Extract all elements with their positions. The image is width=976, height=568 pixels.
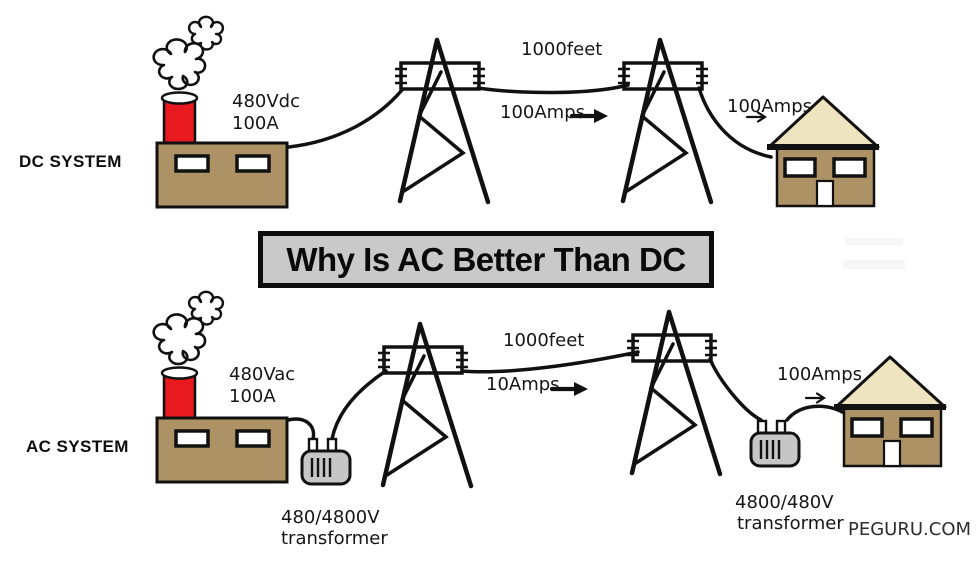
- dc-tower2-icon: [618, 40, 711, 202]
- dc-wire-tower2-to-house: [697, 86, 773, 159]
- dc-wire-plant-to-tower1: [287, 88, 404, 149]
- step-up-transformer-rating: 480/4800V: [281, 507, 380, 528]
- ac-wire-stepdown-to-house: [785, 404, 848, 422]
- ac-tower2-icon: [627, 312, 720, 474]
- ac-tower1-icon: [378, 324, 471, 486]
- dc-wire-span: [476, 83, 630, 95]
- title-banner: Why Is AC Better Than DC: [258, 231, 714, 288]
- step-down-transformer-rating: 4800/480V: [735, 492, 834, 513]
- ac-line-length: 1000feet: [503, 330, 585, 351]
- dc-smoke-icon: [152, 38, 207, 91]
- ac-smoke-icon: [152, 313, 207, 366]
- ac-line-arrow-right-icon: [549, 382, 588, 396]
- dc-line-length: 1000feet: [521, 39, 603, 60]
- ac-system-label: AC SYSTEM: [26, 437, 129, 456]
- watermark: PEGURU.COM: [848, 519, 972, 540]
- ac-line-current: 10Amps: [486, 374, 560, 395]
- ac-wire-plant-to-stepup: [286, 417, 316, 441]
- dc-source-current: 100A: [232, 113, 279, 134]
- step-down-transformer-icon: [749, 419, 801, 468]
- dc-load-current: 100Amps: [727, 96, 813, 117]
- step-down-transformer-caption: transformer: [737, 513, 844, 534]
- dc-wires: [287, 83, 773, 159]
- ac-wire-stepup-to-tower3: [330, 369, 388, 441]
- ac-load-arrow-right-icon: [804, 392, 827, 404]
- dc-source-voltage: 480Vdc: [232, 91, 300, 112]
- ac-wires: [286, 350, 848, 441]
- dc-system-label: DC SYSTEM: [19, 152, 122, 171]
- ac-wire-tower4-to-stepdown: [708, 357, 763, 422]
- ac-wire-span: [460, 350, 640, 374]
- step-up-transformer-caption: transformer: [281, 528, 388, 549]
- ac-source-voltage: 480Vac: [229, 364, 296, 385]
- dc-line-arrow-right-icon: [569, 109, 608, 123]
- faint-smudge: [843, 238, 905, 269]
- dc-line-current: 100Amps: [500, 102, 586, 123]
- dc-load-arrow-right-icon: [745, 111, 768, 123]
- ac-source-current: 100A: [229, 386, 276, 407]
- dc-tower1-icon: [395, 40, 488, 202]
- ac-load-current: 100Amps: [777, 364, 863, 385]
- step-up-transformer-icon: [300, 437, 352, 486]
